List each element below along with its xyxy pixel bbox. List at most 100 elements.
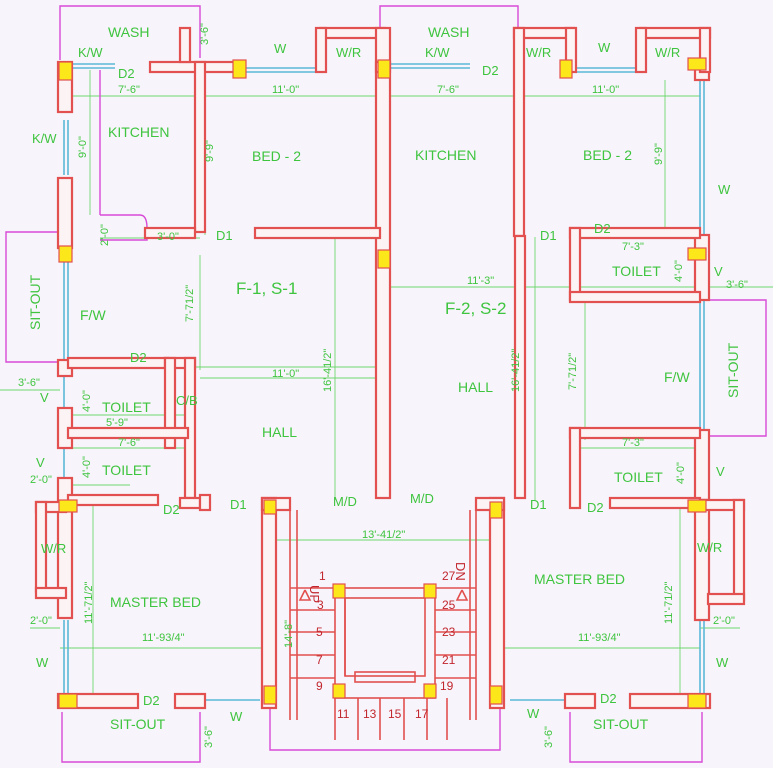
label-w-right: W	[718, 182, 731, 197]
column	[489, 685, 503, 705]
label-kitchen-left: KITCHEN	[108, 124, 169, 140]
dim-11-9-right: 11'-93/4"	[578, 632, 621, 644]
label-bed2-left: BED - 2	[252, 148, 301, 164]
label-w-top-1: W	[274, 41, 287, 56]
step-number: 17	[415, 707, 429, 721]
column	[559, 59, 573, 79]
staircase	[289, 510, 477, 740]
dim-13-4h: 13'-41/2"	[362, 529, 405, 541]
label-w-mbed-left: W	[36, 655, 49, 670]
dim-14-8: 14'-8"	[283, 620, 295, 648]
dim-7-3-bottom: 7'-3"	[622, 437, 644, 449]
label-md-left: M/D	[333, 494, 357, 509]
dim-3-6-top: 3'-6"	[199, 23, 211, 45]
label-w-mbed-right: W	[716, 655, 729, 670]
label-wr-mbed-right: W/R	[697, 540, 722, 555]
label-w-bottom-left: W	[230, 709, 243, 724]
dim-9-9-left: 9'-9"	[204, 140, 216, 162]
dim-9-9-right: 9'-9"	[653, 143, 665, 165]
label-toilet-4: TOILET	[614, 469, 663, 485]
label-d2-mbed-right: D2	[587, 500, 604, 515]
dim-7-6-kitchen-right: 7'-6"	[437, 84, 459, 96]
label-d2-top-right: D2	[482, 63, 499, 78]
step-number: 25	[442, 598, 456, 612]
dim-3-0: 3'-0"	[157, 231, 179, 243]
dim-3-6-bottom-right: 3'-6"	[543, 726, 555, 748]
dim-16-4h-left: 16'-41/2"	[322, 349, 334, 392]
label-v-2: V	[36, 455, 45, 470]
label-kw-side: K/W	[32, 131, 57, 146]
dim-7-6-toilet-left: 7'-6"	[118, 437, 140, 449]
dim-16-4h-right: 16'-41/2"	[510, 349, 522, 392]
label-kitchen-right: KITCHEN	[415, 147, 476, 163]
column	[232, 59, 247, 79]
label-d2-top-left: D2	[118, 66, 135, 81]
column	[423, 583, 437, 599]
label-v-3: V	[714, 264, 723, 279]
dim-2-0-toilet-left: 2'-0"	[30, 474, 52, 486]
dim-4-0-toilet-left-1: 4'-0"	[81, 390, 93, 412]
label-hall-left: HALL	[262, 424, 297, 440]
label-wr-top-2: W/R	[526, 45, 551, 60]
dim-11-3: 11'-3"	[467, 275, 494, 287]
step-number: 13	[363, 707, 377, 721]
columns	[58, 57, 707, 709]
label-hall-right: HALL	[458, 379, 493, 395]
column	[687, 247, 707, 261]
step-number: 7	[316, 653, 323, 667]
step-number: 19	[440, 679, 454, 693]
dim-11-0-hall: 11'-0"	[272, 368, 299, 380]
step-number: 3	[317, 598, 324, 612]
label-fw-left: F/W	[80, 307, 106, 323]
label-toilet-1: TOILET	[102, 399, 151, 415]
label-wash-left: WASH	[108, 24, 149, 40]
dim-7-3-top: 7'-3"	[622, 241, 644, 253]
dim-7-6-kitchen-left: 7'-6"	[118, 84, 140, 96]
column	[687, 57, 707, 71]
column	[423, 683, 437, 699]
label-wr-top-1: W/R	[336, 45, 361, 60]
label-d1-kitchen-right: D1	[540, 228, 557, 243]
dim-3-6-left: 3'-6"	[18, 377, 40, 389]
column	[687, 499, 707, 513]
label-v-1: V	[40, 390, 49, 405]
label-kw-top-left: K/W	[78, 45, 103, 60]
label-toilet-3: TOILET	[612, 263, 661, 279]
label-master-bed-left: MASTER BED	[110, 594, 201, 610]
dim-3-6-bottom-left: 3'-6"	[203, 726, 215, 748]
dim-2-0-kitchen: 2'-0"	[99, 224, 111, 246]
label-wr-mbed-left: W/R	[41, 541, 66, 556]
label-sitout-bottom-right: SIT-OUT	[593, 716, 649, 732]
dim-9-0: 9'-0"	[77, 136, 89, 158]
label-w-bottom-right: W	[527, 706, 540, 721]
room-labels: WASH WASH K/W K/W K/W W W W/R W/R W/R D2…	[27, 24, 741, 732]
dim-4-0-toilet-left-2: 4'-0"	[81, 456, 93, 478]
step-numbers: 1 3 5 7 9 11 13 15 17 19 21 23 25 27	[316, 569, 456, 721]
dim-11-7h-right: 11'-71/2"	[663, 581, 675, 624]
column	[263, 499, 277, 515]
label-master-bed-right: MASTER BED	[534, 571, 625, 587]
label-sitout-bottom-left: SIT-OUT	[110, 716, 166, 732]
label-v-4: V	[716, 464, 725, 479]
label-d2-mbed-left: D2	[163, 502, 180, 517]
step-number: 27	[442, 569, 456, 583]
step-number: 21	[442, 653, 456, 667]
dim-5-9: 5'-9"	[106, 417, 128, 429]
label-d2-bottom-left: D2	[143, 693, 160, 708]
windows	[63, 63, 705, 701]
label-cb: C/B	[176, 393, 198, 408]
column	[58, 245, 73, 263]
label-d1-hall-left: D1	[230, 497, 247, 512]
label-fw-right: F/W	[664, 369, 690, 385]
label-wr-top-3: W/R	[655, 45, 680, 60]
label-sitout-left: SIT-OUT	[27, 274, 43, 330]
label-bed2-right: BED - 2	[583, 147, 632, 163]
label-flat-1: F-1, S-1	[236, 279, 297, 298]
column	[58, 61, 73, 81]
label-up: UP	[307, 585, 322, 603]
step-number: 5	[316, 625, 323, 639]
dim-2-0-mbed-left: 2'-0"	[30, 615, 52, 627]
label-wash-right: WASH	[428, 24, 469, 40]
dim-11-0-bed-right: 11'-0"	[592, 84, 619, 96]
step-number: 15	[388, 707, 402, 721]
